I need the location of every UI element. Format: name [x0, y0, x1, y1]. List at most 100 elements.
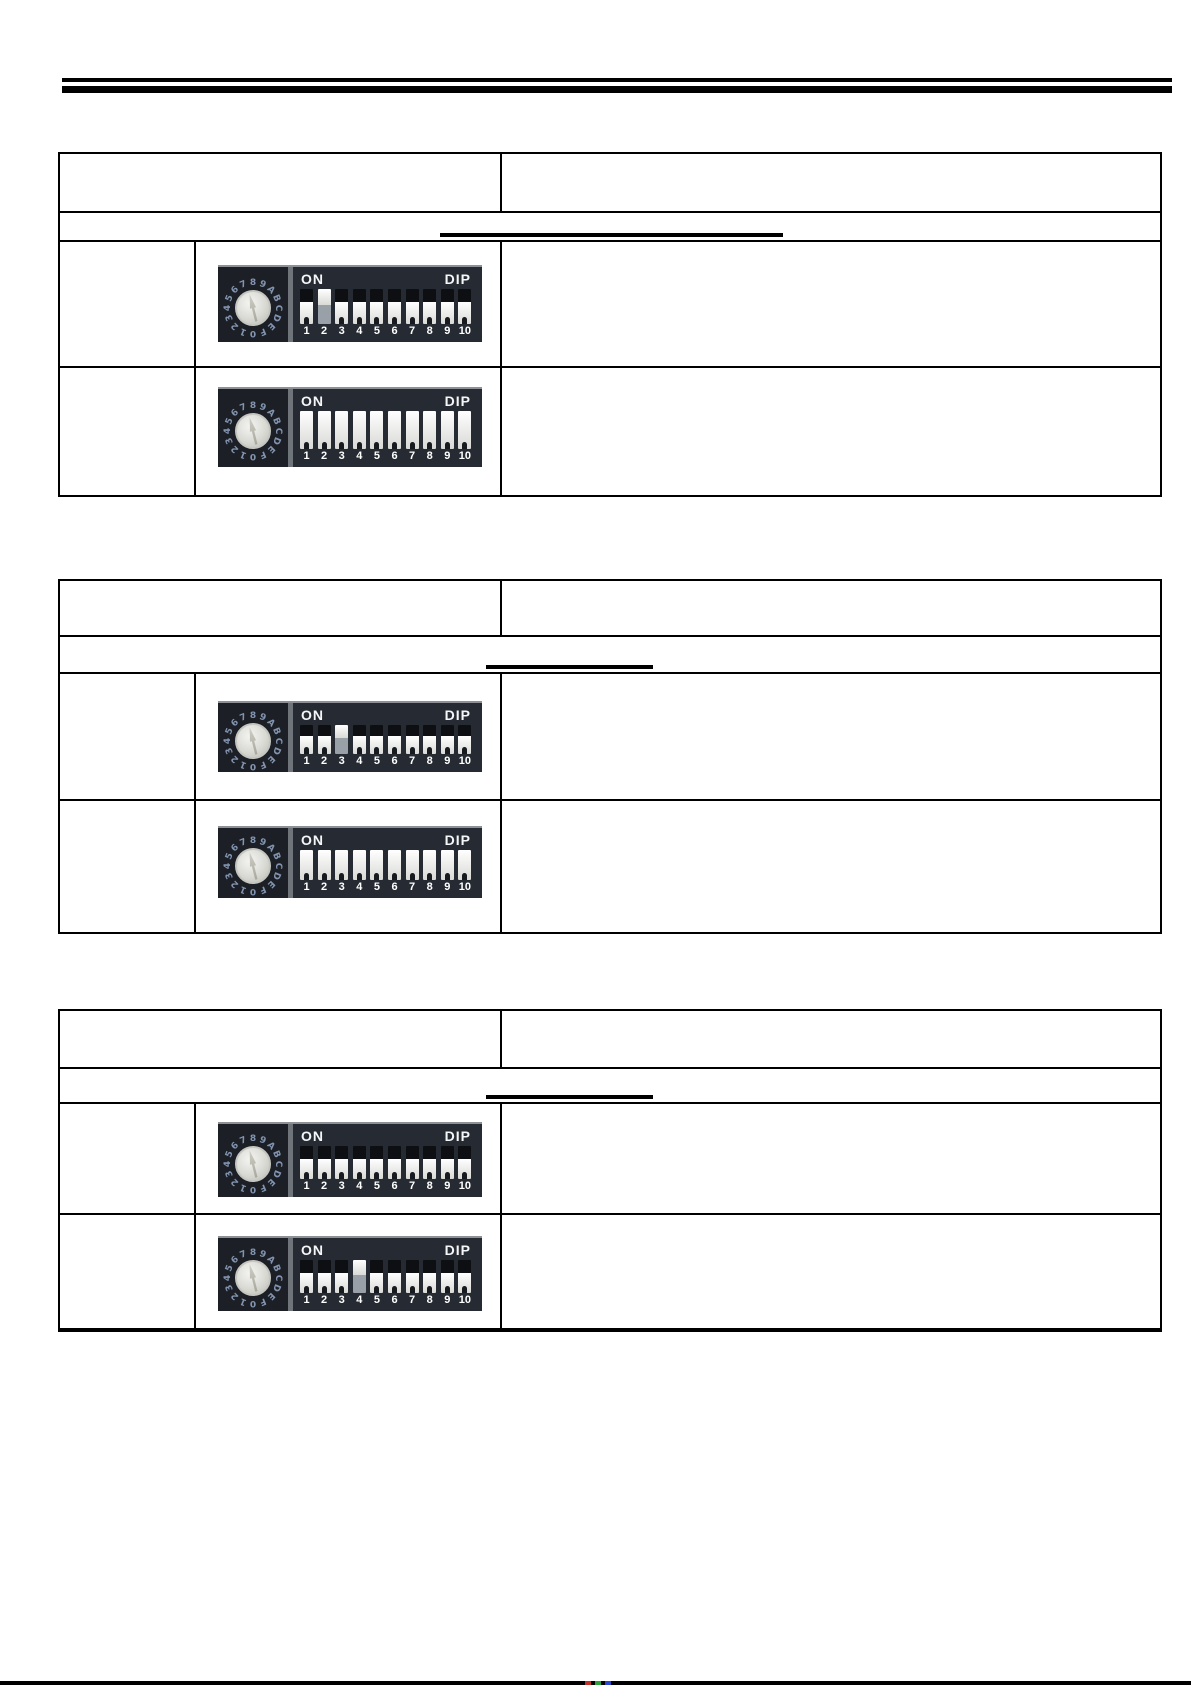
dip-photo-cell — [196, 801, 502, 932]
dip-switch-8-down — [423, 1260, 437, 1293]
dip-switch-2-down — [317, 1260, 331, 1293]
switch-actuator-down — [300, 1272, 313, 1293]
dip-switch-1-down — [300, 1146, 313, 1179]
dip-switch-3-down — [335, 289, 349, 324]
dip-switch-4-down — [352, 1146, 366, 1179]
switch-actuator-full — [335, 850, 349, 880]
dip-switch-9-full — [440, 850, 454, 880]
rotary-char-C: C — [273, 1274, 283, 1281]
switch-actuator-full — [352, 411, 366, 449]
switch-actuator-down — [405, 1158, 419, 1179]
rotary-char-8: 8 — [249, 1133, 257, 1144]
description-cell — [502, 801, 1160, 932]
rotary-char-F: F — [257, 757, 268, 770]
actuator-notch — [321, 873, 327, 880]
rotary-dial — [235, 1145, 271, 1182]
actuator-notch — [462, 1286, 468, 1293]
switch-number-2: 2 — [321, 325, 328, 337]
switch-number-9: 9 — [444, 325, 451, 337]
dip-switch-4-down — [352, 289, 366, 324]
rotary-char-C: C — [273, 862, 283, 870]
scan-artifact-speck — [595, 1681, 601, 1685]
actuator-notch — [392, 747, 397, 754]
dip-switch-8-full — [423, 850, 437, 880]
header-cell-left — [60, 1011, 502, 1067]
rotary-dial — [235, 848, 271, 884]
switch-actuator-up — [317, 289, 331, 306]
rotary-char-B: B — [270, 725, 283, 737]
switch-number-9: 9 — [444, 1294, 451, 1306]
switch-number-10: 10 — [458, 1180, 472, 1192]
actuator-notch — [409, 442, 415, 449]
switch-actuator-full — [388, 850, 401, 880]
actuator-notch — [427, 1172, 433, 1179]
switch-actuator-full — [405, 411, 419, 449]
dip-switch-5-full — [370, 850, 384, 880]
dip-switch-2-up — [317, 289, 331, 324]
table-1-header-row — [60, 154, 1160, 213]
rotary-char-3: 3 — [224, 1282, 236, 1292]
dip-switch-4-up — [352, 1260, 366, 1293]
rotary-char-6: 6 — [229, 1140, 242, 1152]
switch-actuator-down — [317, 1272, 331, 1293]
switch-actuator-down — [370, 736, 384, 754]
dip-switch-6-down — [388, 1146, 401, 1179]
rotary-char-8: 8 — [249, 1247, 257, 1258]
switch-number-10: 10 — [458, 450, 472, 462]
table-3-underline-row — [60, 1069, 1160, 1104]
description-cell — [502, 1104, 1160, 1213]
description-cell — [502, 1215, 1160, 1328]
description-cell — [502, 674, 1160, 799]
top-double-rule-upper — [62, 78, 1172, 82]
switch-actuator-down — [352, 736, 366, 754]
switch-number-5: 5 — [373, 881, 380, 893]
rotary-char-8: 8 — [249, 710, 257, 721]
switch-number-1: 1 — [303, 1180, 310, 1192]
switch-actuator-full — [370, 411, 384, 449]
switch-number-3: 3 — [338, 755, 345, 767]
rotary-char-2: 2 — [229, 752, 242, 764]
page-bottom-bar — [0, 1681, 1191, 1685]
dip-switch-6-down — [388, 725, 401, 754]
dip-switch-3-down — [335, 1260, 349, 1293]
dip-switch-7-full — [405, 411, 419, 449]
rotary-char-D: D — [270, 311, 283, 323]
switch-number-2: 2 — [321, 450, 328, 462]
switch-actuator-down — [335, 1272, 349, 1293]
dip-photo-cell — [196, 242, 502, 366]
actuator-notch — [392, 317, 397, 324]
actuator-notch — [444, 1172, 450, 1179]
actuator-notch — [321, 442, 327, 449]
switch-actuator-down — [458, 1272, 472, 1293]
rotary-dial — [235, 722, 271, 759]
dip-label: DIP — [444, 832, 471, 848]
switch-actuator-full — [440, 411, 454, 449]
switch-number-10: 10 — [458, 881, 472, 893]
switch-actuator-down — [335, 1158, 349, 1179]
switch-actuator-down — [388, 1272, 401, 1293]
rotary-char-7: 7 — [238, 402, 249, 414]
actuator-notch — [462, 747, 468, 754]
dip-switch-3-full — [335, 850, 349, 880]
switch-actuator-down — [370, 302, 384, 324]
switch-actuator-down — [405, 302, 419, 324]
switch-number-10: 10 — [458, 1294, 472, 1306]
dip-switch-7-down — [405, 1146, 419, 1179]
switch-actuator-down — [440, 736, 454, 754]
rotary-char-C: C — [273, 304, 283, 311]
rotary-char-5: 5 — [224, 726, 236, 736]
rotary-char-B: B — [270, 292, 283, 304]
actuator-notch — [374, 873, 380, 880]
rotary-char-8: 8 — [249, 836, 257, 846]
switch-actuator-full — [458, 850, 472, 880]
switch-actuator-down — [440, 1158, 454, 1179]
rotary-char-F: F — [257, 1180, 268, 1193]
rotary-char-0: 0 — [249, 1297, 257, 1308]
switch-actuator-down — [458, 1158, 472, 1179]
actuator-notch — [356, 442, 362, 449]
panel-separator — [288, 267, 293, 342]
